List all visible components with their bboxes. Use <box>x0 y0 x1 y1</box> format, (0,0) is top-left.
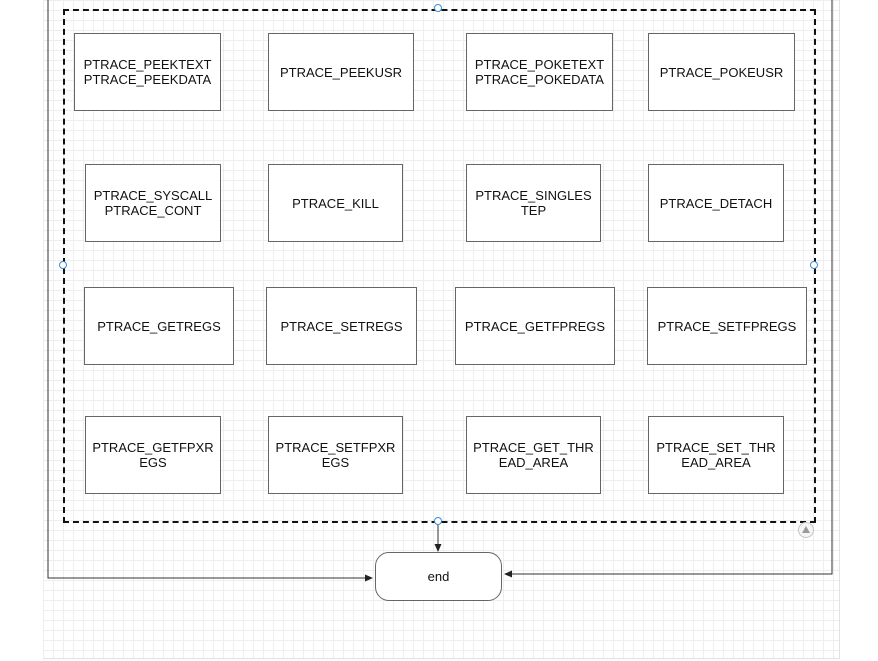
group-handle-top[interactable] <box>434 4 442 12</box>
ptrace-box-label: PTRACE_PEEKUSR <box>280 65 402 80</box>
ptrace-box-line: PTRACE_SETREGS <box>280 318 403 334</box>
ptrace-box-line: PTRACE_SETFPREGS <box>657 318 797 334</box>
collapse-triangle-icon[interactable] <box>798 522 814 538</box>
ptrace-box-line: EAD_AREA <box>681 455 751 470</box>
ptrace-box[interactable]: PTRACE_DETACH <box>648 164 784 242</box>
ptrace-box-label: PTRACE_SETREGS <box>280 319 402 334</box>
group-handle-right[interactable] <box>810 261 818 269</box>
ptrace-box-label: PTRACE_DETACH <box>660 196 772 211</box>
ptrace-box-line: PTRACE_SETFPXR <box>275 440 396 455</box>
end-node[interactable]: end <box>375 552 502 601</box>
group-handle-bottom[interactable] <box>434 517 442 525</box>
ptrace-box-line: PTRACE_GET_THR <box>473 440 594 455</box>
ptrace-box-line: PTRACE_PEEKDATA <box>83 72 212 87</box>
ptrace-box[interactable]: PTRACE_KILL <box>268 164 403 242</box>
ptrace-box-line: EAD_AREA <box>498 455 569 470</box>
ptrace-box-label: PTRACE_KILL <box>292 196 379 211</box>
ptrace-box-line: PTRACE_KILL <box>292 195 379 211</box>
ptrace-box[interactable]: PTRACE_SETREGS <box>266 287 417 365</box>
ptrace-box[interactable]: PTRACE_GETFPREGS <box>455 287 615 365</box>
ptrace-box-line: PTRACE_DETACH <box>659 195 773 211</box>
ptrace-box-line: PTRACE_POKEDATA <box>475 72 604 87</box>
ptrace-box-line: PTRACE_CONT <box>104 203 202 218</box>
ptrace-box[interactable]: PTRACE_PEEKUSR <box>268 33 414 111</box>
ptrace-box[interactable]: PTRACE_SETFPREGS <box>647 287 807 365</box>
connector-right-loop <box>504 0 833 578</box>
ptrace-box-line: PTRACE_PEEKUSR <box>279 64 403 80</box>
ptrace-box-label: PTRACE_SETFPREGS <box>658 319 797 334</box>
ptrace-box-line: PTRACE_SET_THR <box>656 440 776 455</box>
ptrace-box-line: PTRACE_GETFPXR <box>92 440 214 455</box>
ptrace-box-line: PTRACE_POKEUSR <box>659 64 784 80</box>
ptrace-box-line: TEP <box>520 203 547 218</box>
ptrace-box-line: PTRACE_SINGLES <box>475 188 592 203</box>
ptrace-box-label: PTRACE_GETREGS <box>97 319 221 334</box>
ptrace-box-line: PTRACE_SYSCALL <box>93 188 213 203</box>
group-handle-left[interactable] <box>59 261 67 269</box>
ptrace-box-line: EGS <box>139 455 167 470</box>
ptrace-box-line: PTRACE_GETFPREGS <box>464 318 606 334</box>
ptrace-box-line: PTRACE_GETREGS <box>97 318 221 334</box>
ptrace-box[interactable]: PTRACE_GETREGS <box>84 287 234 365</box>
ptrace-box-line: EGS <box>321 455 350 470</box>
connector-left-loop <box>47 0 373 582</box>
ptrace-box-label: PTRACE_GETFPREGS <box>465 319 605 334</box>
end-label: end <box>427 569 450 584</box>
ptrace-box-line: PTRACE_POKETEXT <box>474 57 605 72</box>
ptrace-box-line: PTRACE_PEEKTEXT <box>83 57 212 72</box>
ptrace-box-label: PTRACE_POKEUSR <box>660 65 784 80</box>
ptrace-box[interactable]: PTRACE_POKEUSR <box>648 33 795 111</box>
